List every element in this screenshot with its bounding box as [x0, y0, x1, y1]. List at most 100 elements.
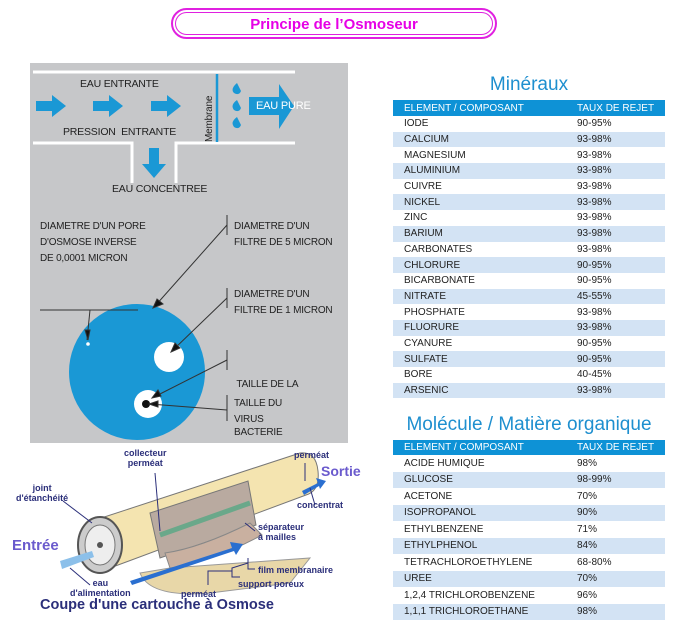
mineraux-title: Minéraux: [489, 74, 569, 95]
pression-entrante-label: PRESSION ENTRANTE: [63, 126, 177, 138]
pure-water-arrow-icon: [249, 84, 294, 129]
membrane-label: Membrane: [204, 95, 215, 142]
rejection-rate-cell: 71%: [577, 523, 598, 535]
element-cell: UREE: [393, 570, 577, 587]
rejection-rate-cell: 93-98%: [577, 319, 665, 336]
film-label: film membranaire: [258, 565, 334, 575]
rejection-rate-cell: 93-98%: [577, 212, 612, 224]
mineraux-header-row: ELEMENT / COMPOSANT TAUX DE REJET: [393, 100, 665, 116]
mineraux-table: ELEMENT / COMPOSANT TAUX DE REJET IODE 90…: [393, 100, 665, 399]
feed-water-label: eau d'alimentation: [70, 578, 131, 598]
filter1-label-line: DIAMETRE D'UN: [234, 289, 310, 300]
rejection-rate-cell: 90-95%: [577, 275, 612, 287]
bacteria-leader-line: [155, 359, 228, 397]
film-leader-line: [247, 558, 255, 570]
rejection-rate-cell: 93-98%: [577, 163, 665, 179]
rejection-rate-cell: 93-98%: [577, 382, 665, 399]
column-header-taux: TAUX DE REJET: [577, 100, 665, 116]
collector-leader-line: [154, 472, 161, 532]
joint-label-line: d'étanchéité: [16, 493, 69, 503]
element-cell: ACIDE HUMIQUE: [404, 457, 485, 469]
element-cell: ZINC: [404, 212, 428, 224]
inflow-arrow-icon: [36, 95, 66, 117]
rejection-rate-cell: 98%: [577, 603, 665, 620]
rejection-rate-cell: 93-98%: [577, 149, 612, 161]
filter5-leader-line: [154, 224, 228, 307]
filter-5-micron-circle: [69, 304, 205, 440]
element-cell: GLUCOSE: [393, 471, 577, 488]
column-header-element: ELEMENT / COMPOSANT: [393, 440, 577, 455]
rejection-rate-cell: 93-98%: [577, 181, 612, 193]
element-cell: ETHYLBENZENE: [404, 523, 484, 535]
pipe-bottom-wall-right: [174, 141, 295, 183]
filter5-label-line: DIAMETRE D'UN: [234, 221, 310, 232]
separator-label-line: séparateur: [258, 522, 305, 532]
pointer-icon: [150, 389, 162, 399]
pipe-bottom-wall-left: [33, 141, 134, 183]
pore-label: DIAMETRE D'UN PORE D'OSMOSE INVERSE DE 0…: [40, 219, 146, 267]
virus-label: TAILLE DU VIRUS: [234, 396, 282, 428]
rejection-rate-cell: 70%: [577, 490, 598, 502]
element-cell: TETRACHLOROETHYLENE: [404, 556, 533, 568]
pore-label-line: D'OSMOSE INVERSE: [40, 237, 137, 248]
filter-1-micron-circle: [154, 342, 184, 372]
table-row: 1,2,4 TRICHLOROBENZENE 96%: [393, 587, 665, 604]
water-drop-icon: [232, 100, 241, 112]
entree-label: Entrée: [12, 537, 59, 554]
separator-leader-line: [244, 522, 256, 532]
rejection-rate-cell: 93-98%: [577, 194, 665, 211]
organique-header-row: ELEMENT / COMPOSANT TAUX DE REJET: [393, 440, 665, 455]
bacteria-label-line: BACTERIE: [234, 427, 283, 438]
page-title: Principe de l’Osmoseur: [250, 16, 418, 33]
rejection-rate-cell: 96%: [577, 589, 598, 601]
virus-leader-line: [149, 403, 228, 411]
eau-concentree-label: EAU CONCENTREE: [112, 183, 208, 195]
feed-leader-line: [69, 567, 91, 586]
permeate-leader-line: [207, 570, 232, 585]
collector-label-line: perméat: [127, 458, 163, 468]
permeate-collector-tube: [159, 500, 251, 538]
element-cell: CUIVRE: [404, 181, 442, 193]
rejection-rate-cell: 90-95%: [577, 257, 665, 273]
end-cap-hub: [97, 542, 103, 548]
rejection-rate-cell: 93-98%: [577, 131, 665, 148]
permeate-bottom-label: perméat: [181, 589, 217, 599]
element-cell: IODE: [404, 118, 429, 130]
pointer-icon: [170, 342, 181, 353]
filter1-label-line: FILTRE DE 1 MICRON: [234, 305, 333, 316]
element-cell: BICARBONATE: [404, 275, 475, 287]
osmosis-diagram-graphics: [33, 70, 295, 440]
rejection-rate-cell: 93-98%: [577, 243, 612, 255]
osmosis-diagram-panel: EAU ENTRANTE PRESSION ENTRANTE Membrane …: [30, 63, 348, 443]
element-cell: NICKEL: [393, 194, 577, 211]
inlet-arrow-icon: [60, 551, 94, 569]
water-drop-icon: [232, 83, 241, 95]
element-cell: MAGNESIUM: [404, 149, 466, 161]
element-cell: CALCIUM: [393, 131, 577, 148]
element-cell: FLUORURE: [393, 319, 577, 336]
column-header-element: ELEMENT / COMPOSANT: [393, 100, 577, 116]
water-drop-icon: [232, 117, 241, 129]
rejection-rate-cell: 90-95%: [577, 351, 665, 367]
virus-dot: [142, 400, 150, 408]
virus-label-line: VIRUS: [234, 414, 264, 425]
joint-label: joint d'étanchéité: [16, 483, 68, 503]
element-cell: 1,2,4 TRICHLOROBENZENE: [404, 589, 535, 601]
joint-label-line: joint: [32, 483, 52, 493]
feed-water-label-line: eau: [92, 578, 109, 588]
separator-label-line: à mailles: [258, 532, 297, 542]
filter5-label: DIAMETRE D'UN FILTRE DE 5 MICRON: [234, 219, 333, 251]
